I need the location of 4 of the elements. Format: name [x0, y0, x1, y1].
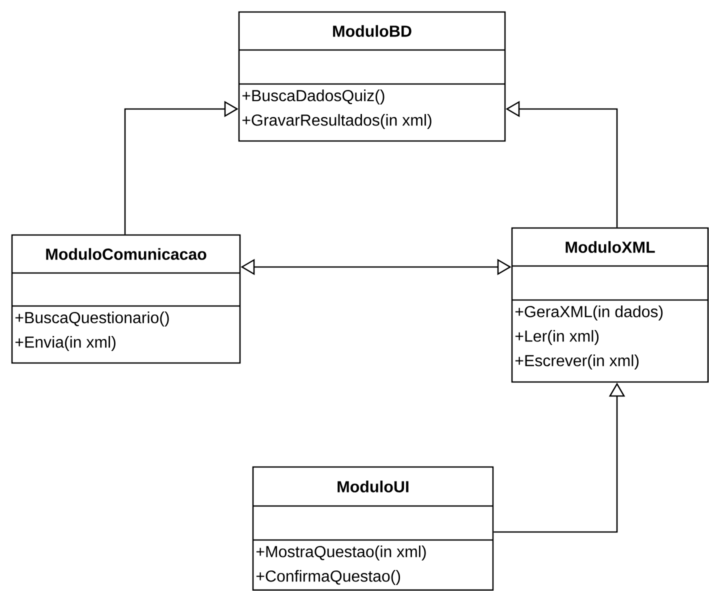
- class-box: ModuloXML +GeraXML(in dados) +Ler(in xml) +Escrever(in xml): [511, 227, 709, 383]
- class-box: ModuloBD +BuscaDadosQuiz() +GravarResultados(in xml): [238, 11, 506, 142]
- class-box: ModuloUI +MostraQuestao(in xml) +ConfirmaQuestao(): [252, 466, 494, 591]
- class-box: ModuloComunicacao +BuscaQuestionario() +Envia(in xml): [11, 234, 241, 364]
